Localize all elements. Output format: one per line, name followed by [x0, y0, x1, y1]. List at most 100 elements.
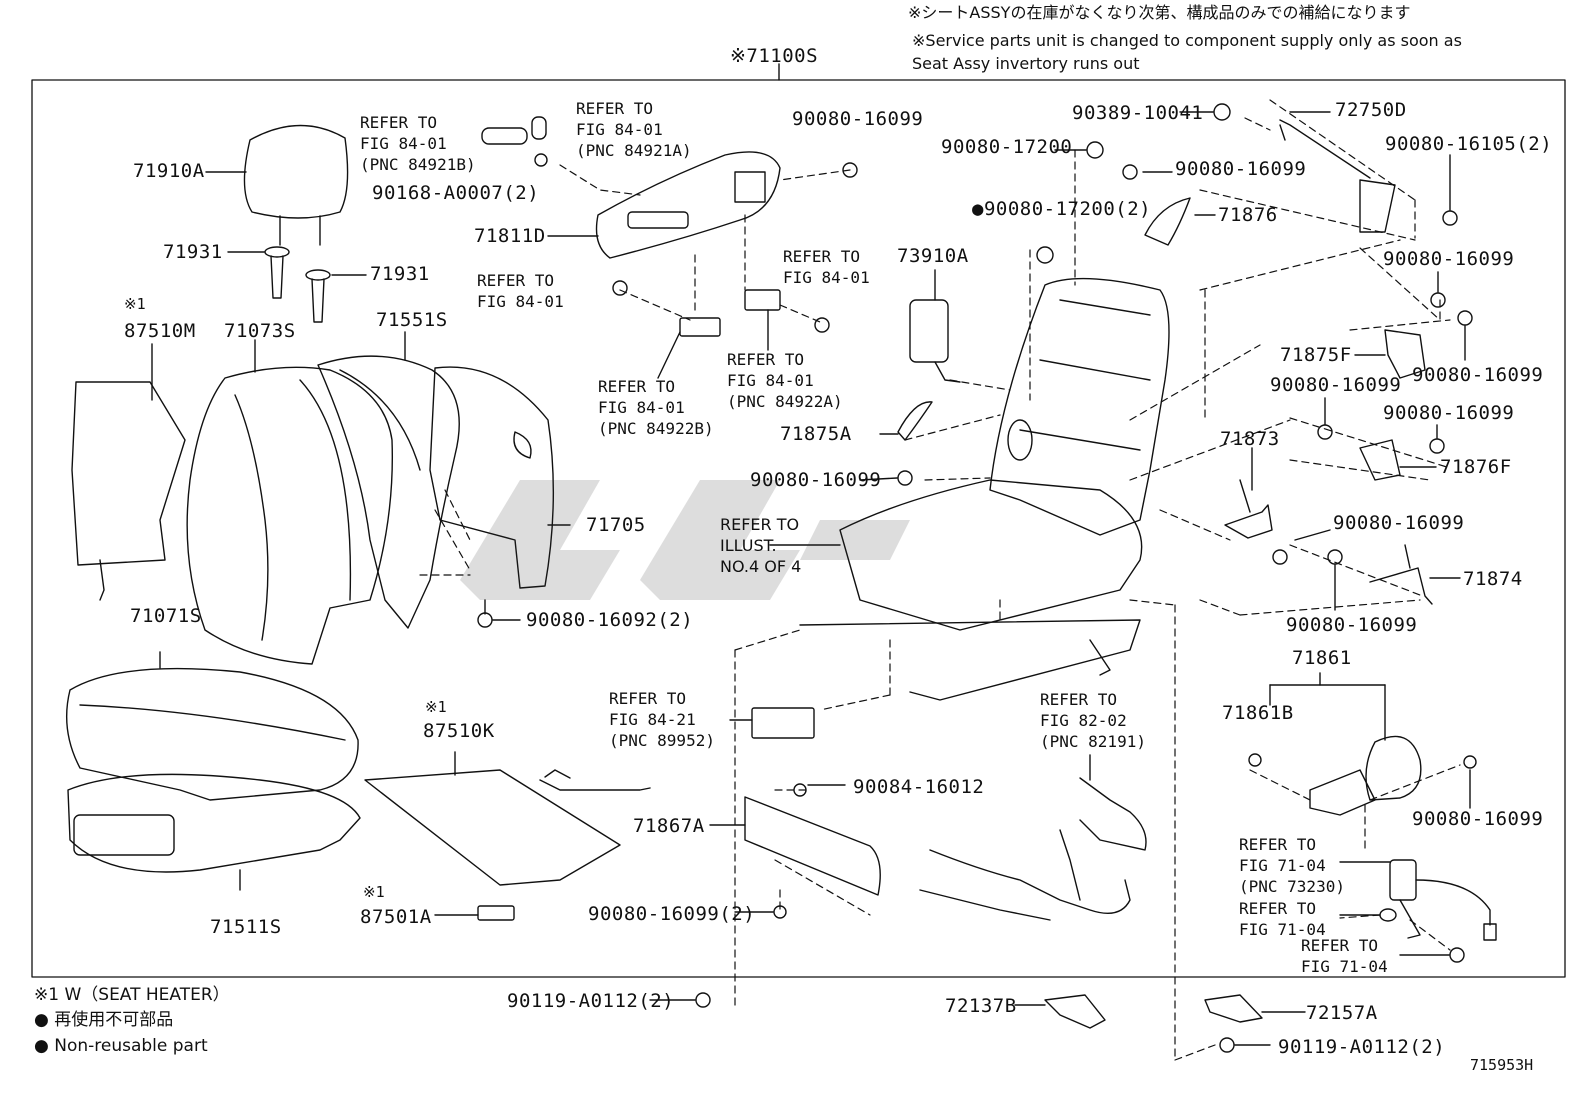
refer-to-82191: REFER TO FIG 82-02 (PNC 82191)	[1040, 690, 1146, 751]
cushion-pad-71511S-drawing	[67, 773, 361, 873]
header-note-english-line2: Seat Assy invertory runs out	[912, 54, 1140, 73]
part-label-90080-16105: 90080-16105(2)	[1385, 133, 1553, 155]
refer-to-84921B: REFER TO FIG 84-01 (PNC 84921B)	[360, 113, 476, 174]
part-label-71910A: 71910A	[133, 160, 205, 182]
ecu-89952-drawing	[751, 707, 815, 739]
bracket-71875F-drawing	[1384, 329, 1426, 379]
refer-to-84922B: REFER TO FIG 84-01 (PNC 84922B)	[598, 377, 714, 438]
refer-to-71-04-b: REFER TO FIG 71-04	[1301, 936, 1388, 976]
refer-to-84-01-right: REFER TO FIG 84-01	[783, 247, 870, 287]
side-cover-71811D-drawing	[595, 151, 781, 259]
bracket-71874-drawing	[1369, 544, 1433, 605]
heater-mat-87510M-drawing	[71, 381, 186, 566]
cushion-cover-71071S-drawing	[66, 667, 359, 801]
switch-knob-84921B-drawing	[481, 127, 528, 145]
part-label-71705: 71705	[586, 514, 646, 536]
part-label-90080-16099-r6: 90080-16099	[1333, 512, 1465, 534]
part-label-90080-16099-2: 90080-16099(2)	[588, 903, 756, 925]
side-trim-71867A-drawing	[744, 796, 881, 896]
seatback-pad-71551S-drawing	[317, 355, 460, 629]
legend-non-reusable-en: ● Non-reusable part	[34, 1036, 208, 1056]
refer-to-71-04-a: REFER TO FIG 71-04	[1239, 899, 1326, 939]
headrest-support-drawing	[227, 246, 367, 323]
part-mark-87510K: ※1	[425, 698, 447, 716]
part-label-71931-b: 71931	[370, 263, 430, 285]
bracket-71873-drawing	[1224, 479, 1273, 539]
seat-frame-drawing	[799, 277, 1170, 701]
part-label-90080-16099-r4: 90080-16099	[1270, 374, 1402, 396]
part-label-71811D: 71811D	[474, 225, 546, 247]
header-note-english-line1: ※Service parts unit is changed to compon…	[912, 31, 1462, 50]
bracket-71876-drawing	[1144, 197, 1191, 246]
part-label-87501A: 87501A	[360, 906, 432, 928]
part-label-72157A: 72157A	[1306, 1002, 1378, 1024]
legend-seat-heater: ※1 W（SEAT HEATER）	[34, 985, 230, 1005]
part-label-71875A: 71875A	[780, 423, 852, 445]
seatback-cover-71073S-drawing	[186, 366, 393, 665]
part-label-90080-16099-r7: 90080-16099	[1286, 614, 1418, 636]
switch-84922A-drawing	[744, 289, 781, 311]
part-label-71931-a: 71931	[163, 241, 223, 263]
cover-71861-drawing	[1269, 672, 1422, 816]
diagram-frame	[31, 79, 1566, 978]
part-label-71876: 71876	[1218, 204, 1278, 226]
part-label-90119-A0112-right: 90119-A0112(2)	[1278, 1036, 1446, 1058]
bracket-72137B-drawing	[1044, 994, 1106, 1029]
part-label-87510K: 87510K	[423, 720, 495, 742]
part-label-71874: 71874	[1463, 568, 1523, 590]
part-label-71876F: 71876F	[1440, 456, 1512, 478]
bracket-72157A-drawing	[1204, 994, 1263, 1023]
switch-84922B-drawing	[679, 317, 721, 337]
headrest-71910A-drawing	[205, 124, 349, 246]
part-label-87510M: 87510M	[124, 320, 196, 342]
part-label-90119-A0112-left: 90119-A0112(2)	[507, 990, 675, 1012]
part-mark-87501A: ※1	[363, 883, 385, 901]
refer-to-84922A: REFER TO FIG 84-01 (PNC 84922A)	[727, 350, 843, 411]
part-label-72750D: 72750D	[1335, 99, 1407, 121]
part-label-90084-16012: 90084-16012	[853, 776, 985, 798]
part-label-71867A: 71867A	[633, 815, 705, 837]
heater-switch-87501A-drawing	[477, 905, 515, 921]
part-label-90389-10041: 90389-10041	[1072, 102, 1204, 124]
part-label-90080-16099-r5: 90080-16099	[1383, 402, 1515, 424]
part-mark-87510M: ※1	[124, 295, 146, 313]
refer-to-73230: REFER TO FIG 71-04 (PNC 73230)	[1239, 835, 1345, 896]
refer-to-illustration: REFER TO ILLUST. NO.4 OF 4	[720, 515, 802, 576]
part-label-71861B: 71861B	[1222, 702, 1294, 724]
part-label-71071S: 71071S	[130, 605, 202, 627]
heater-mat-87510K-drawing	[364, 769, 651, 886]
part-label-71873: 71873	[1220, 428, 1280, 450]
figure-id: 715953H	[1470, 1056, 1534, 1074]
part-label-71073S: 71073S	[224, 320, 296, 342]
seatback-board-71705-drawing	[429, 366, 555, 589]
part-label-72137B: 72137B	[945, 995, 1017, 1017]
part-label-90080-16099-mid: 90080-16099	[750, 469, 882, 491]
part-label-71511S: 71511S	[210, 916, 282, 938]
part-label-90080-16099-r8: 90080-16099	[1412, 808, 1544, 830]
part-label-90080-17200: 90080-17200	[941, 136, 1073, 158]
bracket-71876F-drawing	[1359, 439, 1401, 481]
bolt-90080-16092-drawing	[477, 599, 521, 628]
refer-to-84921A: REFER TO FIG 84-01 (PNC 84921A)	[576, 99, 692, 160]
assembly-number: ※71100S	[730, 45, 819, 67]
part-label-73910A: 73910A	[897, 245, 969, 267]
part-label-71861: 71861	[1292, 647, 1352, 669]
part-label-90080-16099-r3: 90080-16099	[1412, 364, 1544, 386]
part-label-90080-16099-r1: 90080-16099	[1175, 158, 1307, 180]
wire-harness-82191-drawing	[919, 777, 1147, 921]
refer-to-84-01-left: REFER TO FIG 84-01	[477, 271, 564, 311]
part-label-90080-16099-top: 90080-16099	[792, 108, 924, 130]
rod-72750D-drawing	[1279, 119, 1371, 179]
belt-buckle-drawing	[1379, 859, 1497, 941]
switch-knob-84921A-drawing	[531, 116, 547, 140]
bracket-71875A-drawing	[897, 401, 933, 441]
header-note-japanese: ※シートASSYの在庫がなくなり次第、構成品のみでの補給になります	[908, 3, 1411, 22]
legend-non-reusable-jp: ● 再使用不可部品	[34, 1010, 174, 1030]
part-label-71551S: 71551S	[376, 309, 448, 331]
side-airbag-73910A-drawing	[909, 299, 949, 363]
part-label-71875F: 71875F	[1280, 344, 1352, 366]
part-label-90168-A0007: 90168-A0007(2)	[372, 182, 540, 204]
part-label-90080-16092: 90080-16092(2)	[526, 609, 694, 631]
part-label-90080-17200-2: ●90080-17200(2)	[972, 198, 1152, 220]
